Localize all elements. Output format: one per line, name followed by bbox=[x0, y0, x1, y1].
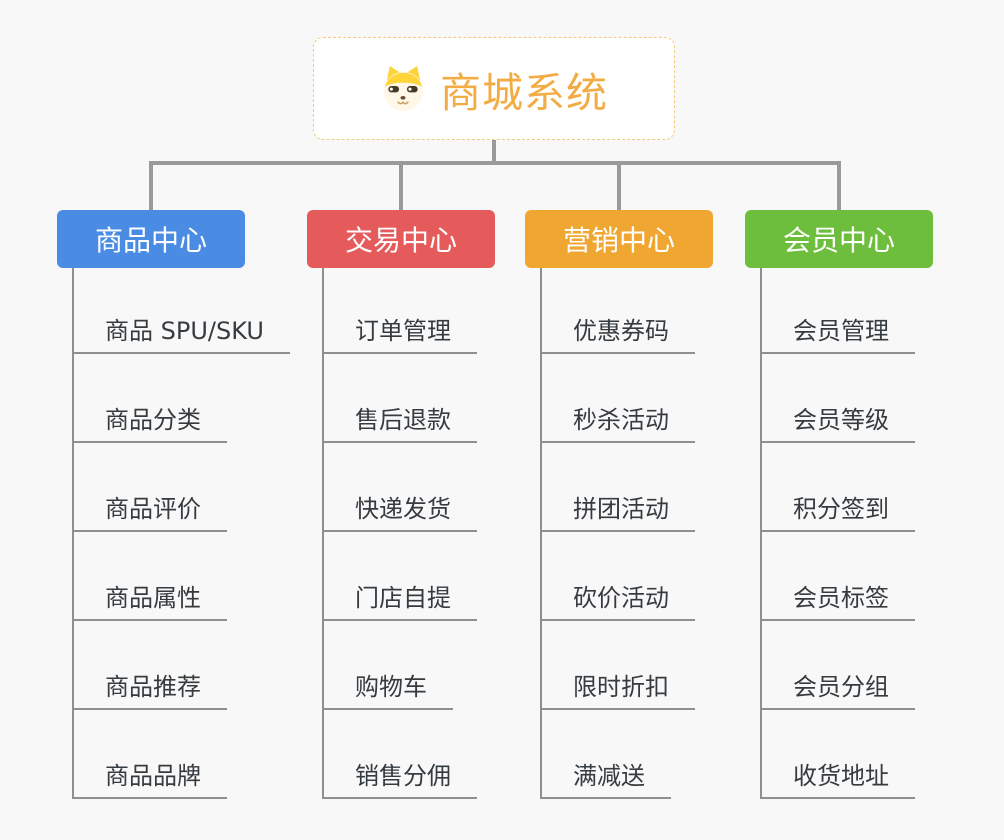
root-node[interactable]: 商城系统 bbox=[313, 37, 675, 140]
connector-drop-3 bbox=[617, 161, 621, 210]
leaf-item[interactable]: 满减送 bbox=[540, 710, 695, 799]
root-title: 商城系统 bbox=[440, 68, 608, 117]
leaf-column-trade: 订单管理 售后退款 快递发货 门店自提 购物车 销售分佣 bbox=[322, 268, 477, 799]
leaf-column-marketing: 优惠券码 秒杀活动 拼团活动 砍价活动 限时折扣 满减送 bbox=[540, 268, 695, 799]
leaf-item[interactable]: 限时折扣 bbox=[540, 621, 695, 710]
leaf-item[interactable]: 秒杀活动 bbox=[540, 354, 695, 443]
leaf-item[interactable]: 购物车 bbox=[322, 621, 477, 710]
leaf-label: 订单管理 bbox=[322, 311, 477, 354]
connector-drop-4 bbox=[837, 161, 841, 210]
leaf-item[interactable]: 订单管理 bbox=[322, 268, 477, 354]
leaf-label: 快递发货 bbox=[322, 489, 477, 532]
leaf-item[interactable]: 销售分佣 bbox=[322, 710, 477, 799]
leaf-label: 收货地址 bbox=[760, 756, 915, 799]
leaf-label: 秒杀活动 bbox=[540, 400, 695, 443]
leaf-item[interactable]: 快递发货 bbox=[322, 443, 477, 532]
leaf-item[interactable]: 会员标签 bbox=[760, 532, 915, 621]
leaf-label: 限时折扣 bbox=[540, 667, 695, 710]
leaf-column-member: 会员管理 会员等级 积分签到 会员标签 会员分组 收货地址 bbox=[760, 268, 915, 799]
branch-trade-center[interactable]: 交易中心 bbox=[307, 210, 495, 268]
dog-face-icon bbox=[383, 65, 424, 112]
leaf-label: 积分签到 bbox=[760, 489, 915, 532]
leaf-label: 购物车 bbox=[322, 667, 453, 710]
branch-product-center[interactable]: 商品中心 bbox=[57, 210, 245, 268]
leaf-label: 商品品牌 bbox=[72, 756, 227, 799]
leaf-label: 商品属性 bbox=[72, 578, 227, 621]
leaf-label: 销售分佣 bbox=[322, 756, 477, 799]
branch-marketing-center[interactable]: 营销中心 bbox=[525, 210, 713, 268]
leaf-label: 会员标签 bbox=[760, 578, 915, 621]
leaf-item[interactable]: 商品分类 bbox=[72, 354, 290, 443]
leaf-item[interactable]: 拼团活动 bbox=[540, 443, 695, 532]
leaf-label: 满减送 bbox=[540, 756, 671, 799]
leaf-label: 门店自提 bbox=[322, 578, 477, 621]
leaf-label: 砍价活动 bbox=[540, 578, 695, 621]
leaf-label: 商品分类 bbox=[72, 400, 227, 443]
leaf-item[interactable]: 商品 SPU/SKU bbox=[72, 268, 290, 354]
leaf-label: 商品评价 bbox=[72, 489, 227, 532]
leaf-column-product: 商品 SPU/SKU 商品分类 商品评价 商品属性 商品推荐 商品品牌 bbox=[72, 268, 290, 799]
leaf-label: 商品 SPU/SKU bbox=[72, 311, 290, 354]
leaf-item[interactable]: 收货地址 bbox=[760, 710, 915, 799]
connector-drop-1 bbox=[149, 161, 153, 210]
leaf-item[interactable]: 积分签到 bbox=[760, 443, 915, 532]
leaf-label: 拼团活动 bbox=[540, 489, 695, 532]
leaf-label: 优惠券码 bbox=[540, 311, 695, 354]
leaf-label: 会员管理 bbox=[760, 311, 915, 354]
connector-bus bbox=[149, 161, 841, 165]
leaf-item[interactable]: 优惠券码 bbox=[540, 268, 695, 354]
leaf-label: 会员分组 bbox=[760, 667, 915, 710]
connector-drop-2 bbox=[399, 161, 403, 210]
leaf-item[interactable]: 商品品牌 bbox=[72, 710, 290, 799]
leaf-label: 会员等级 bbox=[760, 400, 915, 443]
leaf-item[interactable]: 售后退款 bbox=[322, 354, 477, 443]
leaf-label: 商品推荐 bbox=[72, 667, 227, 710]
leaf-item[interactable]: 商品推荐 bbox=[72, 621, 290, 710]
leaf-item[interactable]: 会员分组 bbox=[760, 621, 915, 710]
branch-member-center[interactable]: 会员中心 bbox=[745, 210, 933, 268]
leaf-item[interactable]: 商品属性 bbox=[72, 532, 290, 621]
leaf-item[interactable]: 门店自提 bbox=[322, 532, 477, 621]
connector-root-drop bbox=[492, 140, 496, 165]
leaf-item[interactable]: 砍价活动 bbox=[540, 532, 695, 621]
leaf-item[interactable]: 商品评价 bbox=[72, 443, 290, 532]
leaf-label: 售后退款 bbox=[322, 400, 477, 443]
leaf-item[interactable]: 会员等级 bbox=[760, 354, 915, 443]
leaf-item[interactable]: 会员管理 bbox=[760, 268, 915, 354]
